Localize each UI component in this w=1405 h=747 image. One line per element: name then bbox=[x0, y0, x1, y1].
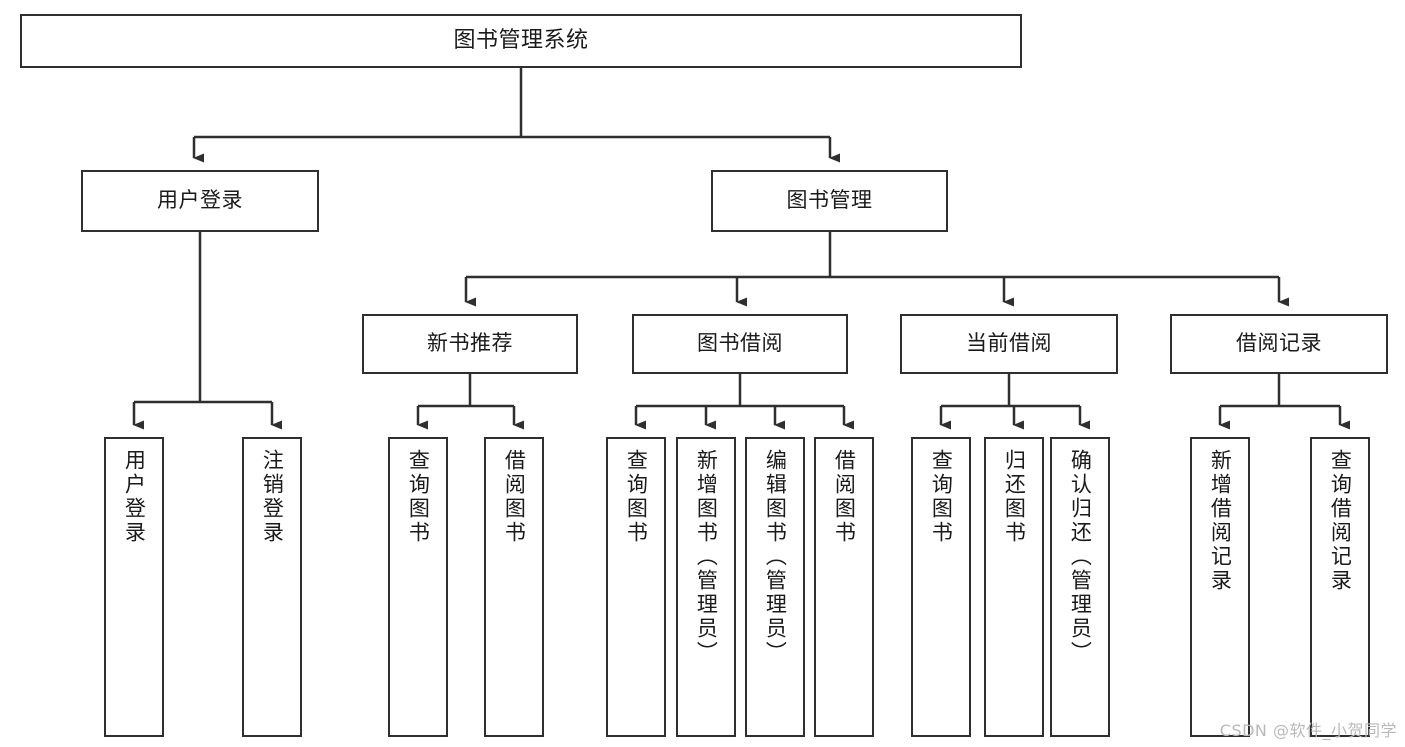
node-root-label: 图书管理系统 bbox=[453, 27, 589, 53]
node-leaf-label: 查询借阅记录 bbox=[1328, 449, 1353, 593]
node-leaf-return-book[interactable]: 归还图书 bbox=[984, 437, 1044, 737]
node-leaf-label: 借阅图书 bbox=[832, 449, 857, 545]
node-leaf-label: 用户登录 bbox=[122, 449, 147, 545]
node-leaf-user-login[interactable]: 用户登录 bbox=[104, 437, 164, 737]
node-leaf-label: 确认归还（管理员） bbox=[1068, 449, 1093, 665]
node-leaf-borrow-book[interactable]: 借阅图书 bbox=[814, 437, 874, 737]
node-new-book-recommend-label: 新书推荐 bbox=[427, 331, 513, 356]
node-book-borrow-label: 图书借阅 bbox=[697, 331, 783, 356]
node-leaf-label: 新增图书（管理员） bbox=[694, 449, 719, 665]
node-book-manage[interactable]: 图书管理 bbox=[711, 170, 948, 232]
node-leaf-logout[interactable]: 注销登录 bbox=[242, 437, 302, 737]
watermark: CSDN @软件_小贺同学 bbox=[1219, 721, 1397, 740]
node-leaf-borrow-book-recommend[interactable]: 借阅图书 bbox=[484, 437, 544, 737]
node-leaf-add-book[interactable]: 新增图书（管理员） bbox=[676, 437, 736, 737]
node-leaf-query-book-current[interactable]: 查询图书 bbox=[911, 437, 971, 737]
node-leaf-label: 查询图书 bbox=[929, 449, 954, 545]
node-new-book-recommend[interactable]: 新书推荐 bbox=[362, 314, 578, 374]
node-book-manage-label: 图书管理 bbox=[786, 188, 873, 213]
node-leaf-query-borrow-record[interactable]: 查询借阅记录 bbox=[1310, 437, 1370, 737]
node-current-borrow[interactable]: 当前借阅 bbox=[900, 314, 1118, 374]
node-borrow-record[interactable]: 借阅记录 bbox=[1170, 314, 1388, 374]
node-leaf-label: 查询图书 bbox=[406, 449, 431, 545]
node-leaf-query-book-recommend[interactable]: 查询图书 bbox=[388, 437, 448, 737]
node-user-login[interactable]: 用户登录 bbox=[81, 170, 319, 232]
node-current-borrow-label: 当前借阅 bbox=[966, 331, 1052, 356]
node-leaf-label: 编辑图书（管理员） bbox=[763, 449, 788, 665]
node-borrow-record-label: 借阅记录 bbox=[1236, 331, 1322, 356]
node-leaf-confirm-return[interactable]: 确认归还（管理员） bbox=[1050, 437, 1110, 737]
node-root-system[interactable]: 图书管理系统 bbox=[20, 14, 1022, 68]
node-leaf-label: 新增借阅记录 bbox=[1208, 449, 1233, 593]
node-leaf-label: 归还图书 bbox=[1002, 449, 1027, 545]
node-user-login-label: 用户登录 bbox=[157, 188, 243, 213]
node-leaf-label: 借阅图书 bbox=[502, 449, 527, 545]
node-leaf-label: 注销登录 bbox=[260, 449, 285, 545]
node-leaf-edit-book[interactable]: 编辑图书（管理员） bbox=[745, 437, 805, 737]
node-leaf-label: 查询图书 bbox=[624, 449, 649, 545]
node-book-borrow[interactable]: 图书借阅 bbox=[632, 314, 848, 374]
node-leaf-query-book-borrow[interactable]: 查询图书 bbox=[606, 437, 666, 737]
node-leaf-add-borrow-record[interactable]: 新增借阅记录 bbox=[1190, 437, 1250, 737]
